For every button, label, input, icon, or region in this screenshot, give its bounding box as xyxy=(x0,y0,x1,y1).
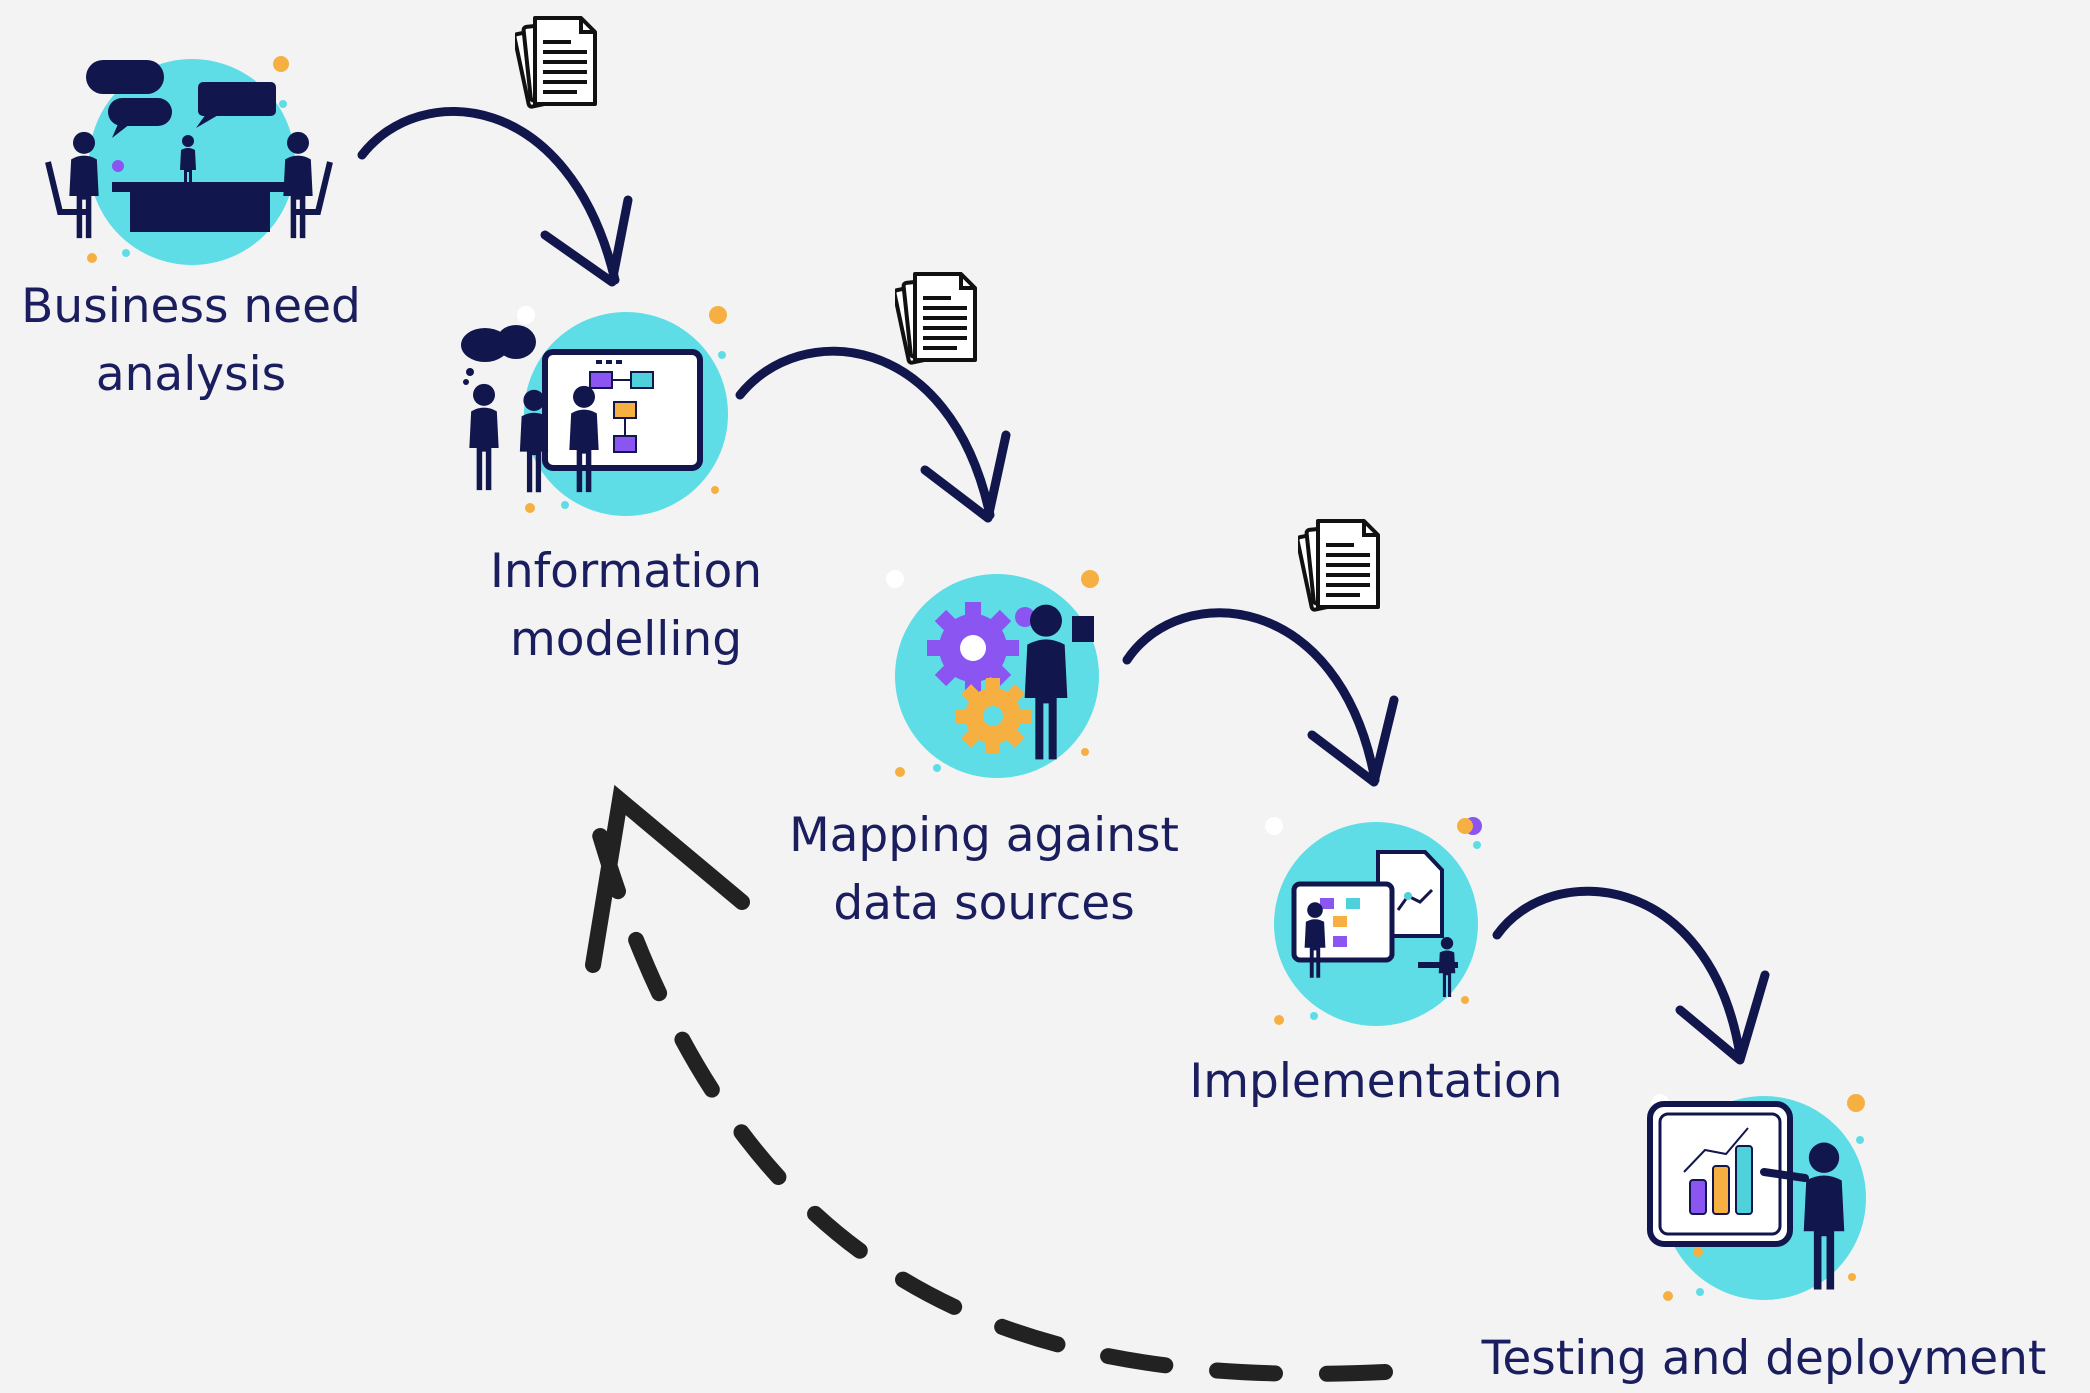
arrow-3 xyxy=(1122,608,1399,787)
document-stack-icon xyxy=(515,16,597,110)
step-label-information-modelling: Information modelling xyxy=(489,544,763,667)
gears-person-icon xyxy=(886,570,1099,778)
step-label-testing-and-deployment: Testing and deployment xyxy=(1481,1331,2047,1386)
document-stack-icon xyxy=(895,272,977,366)
feedback-arrow xyxy=(582,784,1393,1382)
step-label-implementation: Implementation xyxy=(1189,1054,1563,1109)
arrow-2 xyxy=(735,346,1011,523)
meeting-icon xyxy=(45,56,333,265)
arrow-4 xyxy=(1492,886,1770,1065)
step-label-business-need-analysis: Business need analysis xyxy=(21,279,361,402)
implementation-screens-icon xyxy=(1265,817,1482,1026)
whiteboard-team-icon xyxy=(461,306,728,516)
document-stack-icon xyxy=(1298,519,1380,613)
arrow-1 xyxy=(357,107,633,287)
step-label-mapping-against-data-sources: Mapping against data sources xyxy=(789,808,1179,931)
presentation-chart-icon xyxy=(1647,1094,1866,1301)
